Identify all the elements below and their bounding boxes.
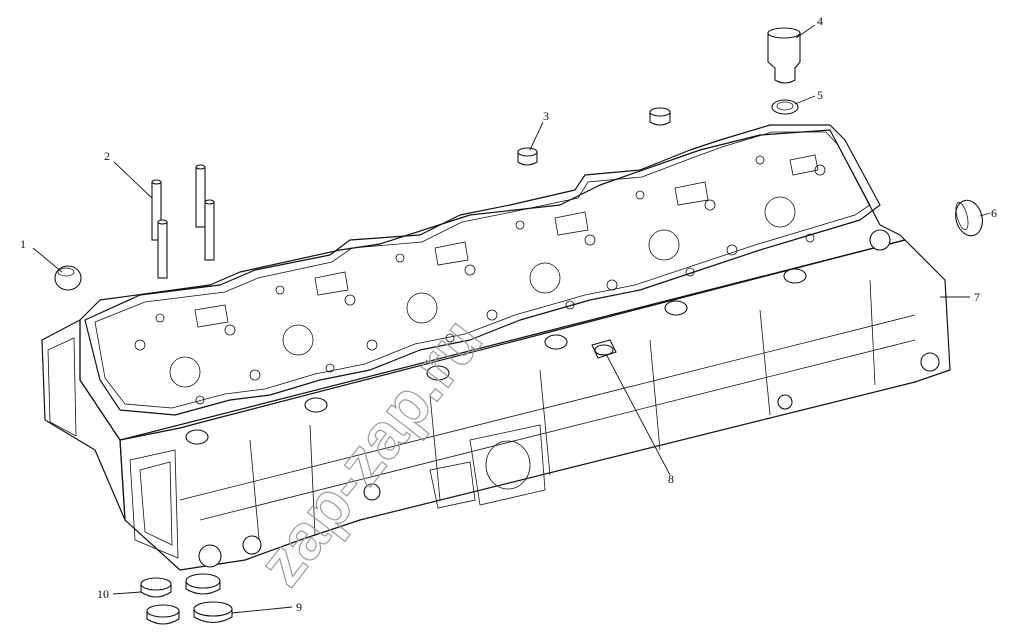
callout-7: 7 — [974, 290, 980, 304]
callout-2: 2 — [104, 149, 110, 163]
leader-5 — [794, 95, 816, 105]
head-gasket — [84, 124, 881, 416]
leader-9 — [231, 606, 293, 614]
leader-lines — [32, 24, 991, 614]
part-3-cup-plug — [517, 147, 538, 166]
leader-10 — [112, 591, 142, 595]
callout-1: 1 — [20, 237, 26, 251]
leader-2 — [113, 161, 153, 199]
cylinder-head-body — [41, 129, 951, 571]
part-4-injector-sleeve — [767, 27, 801, 84]
callout-9: 9 — [296, 600, 302, 614]
cup-plug-upper — [649, 107, 671, 126]
callout-6: 6 — [991, 206, 997, 220]
callout-10: 10 — [97, 587, 109, 601]
callout-labels: 1 2 3 4 5 6 7 8 9 10 — [20, 14, 997, 614]
leader-3 — [529, 121, 544, 151]
leader-1 — [32, 247, 63, 273]
part-6-plug — [955, 199, 983, 237]
part-2-dowel-tubes — [151, 164, 215, 279]
part-8-sensor — [591, 339, 617, 359]
injector-bosses — [185, 268, 807, 445]
part-9-10-seal-rings — [140, 573, 233, 625]
callout-3: 3 — [543, 109, 549, 123]
leader-8 — [605, 353, 671, 476]
leader-4 — [795, 24, 816, 39]
leader-6 — [979, 212, 991, 217]
callout-5: 5 — [817, 88, 823, 102]
part-5-seal-ring — [771, 99, 799, 115]
watermark: zap-zap.ru — [244, 305, 496, 599]
callout-4: 4 — [817, 14, 823, 28]
callout-8: 8 — [668, 472, 674, 486]
